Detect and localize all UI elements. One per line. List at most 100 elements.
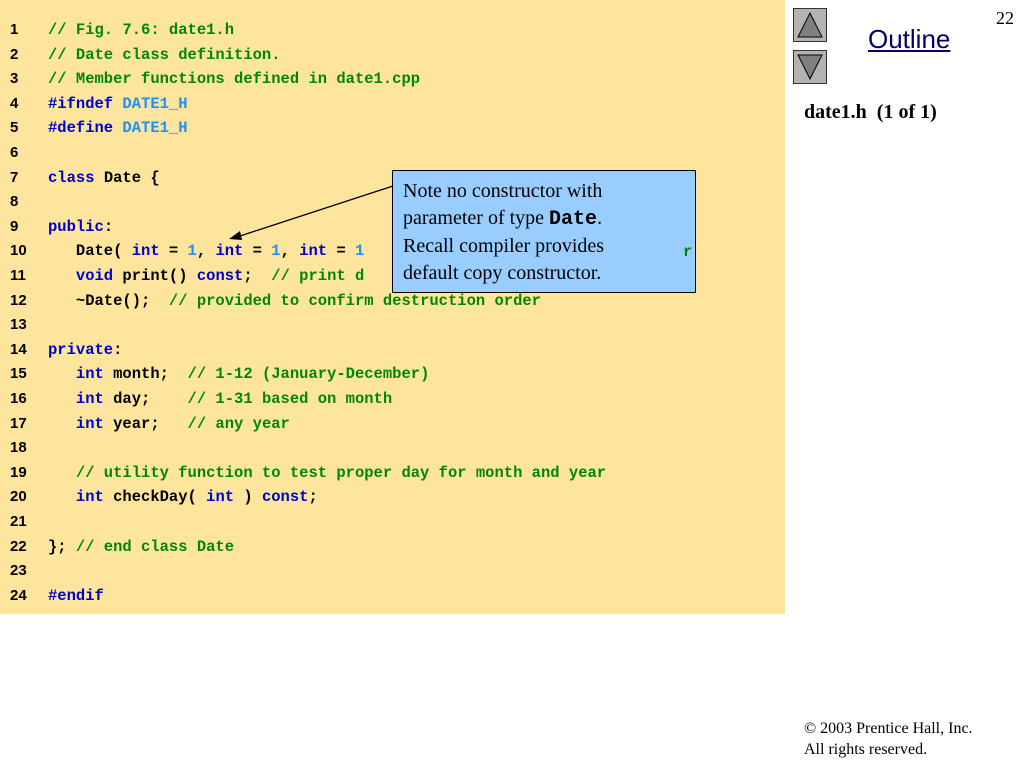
code-line: 21 [0, 510, 785, 534]
code-token: , [196, 242, 216, 261]
previous-slide-button[interactable] [793, 8, 827, 42]
callout-line-1: Note no constructor with [403, 180, 603, 202]
code-token: private [48, 340, 114, 359]
code-token: void [75, 267, 114, 285]
code-token: year; [103, 414, 188, 433]
code-token [48, 488, 76, 506]
code-text: int year; // any year [48, 412, 290, 436]
code-line: 15 int month; // 1-12 (January-December) [0, 362, 785, 386]
line-number: 1 [10, 21, 19, 38]
code-text: #define DATE1_H [48, 116, 188, 140]
code-line: 19 // utility function to test proper da… [0, 461, 785, 485]
code-text: // Member functions defined in date1.cpp [48, 67, 420, 91]
callout-line-4: default copy constructor. [403, 262, 602, 284]
copyright-notice: © 2003 Prentice Hall, Inc. All rights re… [804, 718, 973, 760]
code-token: int [75, 414, 104, 433]
line-number: 10 [10, 242, 27, 260]
code-token: ~Date(); [48, 291, 169, 310]
copyright-line-2: All rights reserved. [804, 741, 928, 758]
line-number: 6 [10, 144, 19, 161]
line-number: 3 [10, 70, 19, 88]
code-text: // Fig. 7.6: date1.h [48, 18, 234, 42]
code-line: 6 [0, 141, 785, 165]
outline-link[interactable]: Outline [868, 24, 951, 54]
copyright-line-1: © 2003 Prentice Hall, Inc. [804, 720, 973, 737]
code-line: 11 void print() const; // print d [0, 264, 785, 288]
code-token: ; [308, 488, 318, 507]
code-text: int day; // 1-31 based on month [48, 387, 392, 411]
code-text: // Date class definition. [48, 43, 281, 67]
code-token: : [113, 340, 123, 359]
code-line: 23 [0, 559, 785, 583]
code-text: // utility function to test proper day f… [48, 461, 606, 485]
code-token: , [280, 242, 300, 261]
code-token [48, 365, 76, 383]
code-token: 1 [355, 242, 365, 261]
code-text: public: [48, 215, 113, 239]
callout-note: Note no constructor with parameter of ty… [392, 170, 696, 293]
line-number: 24 [10, 586, 27, 604]
line-number: 4 [10, 94, 19, 112]
code-token: 1 [187, 242, 197, 261]
code-line: 24 #endif [0, 584, 785, 608]
line-number: 15 [10, 365, 27, 383]
line-number: 16 [10, 390, 27, 407]
code-token: // print d [271, 267, 365, 285]
code-line: 3 // Member functions defined in date1.cp… [0, 67, 785, 91]
code-token: // provided to confirm destruction order [168, 291, 541, 310]
callout-line-2-code: Date [549, 208, 598, 231]
line-number: 18 [10, 439, 27, 457]
code-token: class [48, 168, 104, 187]
line-number: 12 [10, 291, 27, 309]
line-number: 8 [10, 193, 19, 211]
code-token [48, 390, 76, 408]
code-token: // 1-31 based on month [187, 390, 393, 408]
line-number: 5 [10, 119, 19, 137]
code-token: = [243, 242, 272, 261]
next-slide-button[interactable] [793, 50, 827, 84]
code-line: 13 [0, 313, 785, 337]
file-title: date1.h (1 of 1) [804, 101, 937, 123]
code-line: 5 #define DATE1_H [0, 116, 785, 140]
down-triangle-icon [797, 54, 823, 81]
code-token: // Member functions defined in date1.cpp [48, 70, 421, 89]
line-number: 21 [10, 513, 27, 530]
code-token [48, 415, 76, 433]
line-number: 20 [10, 488, 27, 506]
code-token: int [75, 488, 104, 507]
code-token: Date { [103, 168, 160, 187]
code-token: : [103, 217, 114, 236]
code-token: // end class Date [75, 537, 235, 556]
line-number: 22 [10, 537, 27, 555]
code-token: ; [243, 267, 272, 285]
line-number: 19 [10, 463, 27, 481]
code-text: private: [48, 338, 122, 362]
code-token: // Fig. 7.6: date1.h [48, 21, 235, 39]
code-token: // 1-12 (January-December) [187, 365, 430, 384]
line-number: 23 [10, 562, 27, 580]
code-line: 18 [0, 436, 785, 460]
code-line: 17 int year; // any year [0, 412, 785, 436]
code-text: ~Date(); // provided to confirm destruct… [48, 289, 541, 313]
code-token: #endif [48, 586, 104, 605]
callout-line-2-suffix: . [597, 207, 603, 229]
code-line: 9 public: [0, 215, 785, 239]
code-token: // utility function to test proper day f… [75, 463, 607, 482]
code-line: 2// Date class definition. [0, 43, 785, 67]
code-text: }; // end class Date [48, 535, 234, 559]
code-line: 16 int day; // 1-31 based on month [0, 387, 785, 411]
code-line: 8 [0, 190, 785, 214]
code-token: int [299, 242, 328, 261]
code-text: void print() const; // print d [48, 264, 364, 288]
code-line: 12 ~Date(); // provided to confirm destr… [0, 289, 785, 313]
code-line: 4#ifndef DATE1_H [0, 92, 785, 116]
code-text: Date( int = 1, int = 1, int = 1 [48, 239, 364, 263]
code-token: Date( [48, 242, 132, 261]
code-token: = [327, 242, 355, 261]
line-number: 9 [10, 217, 19, 235]
code-panel: 1 // Fig. 7.6: date1.h 2// Date class defi… [0, 0, 785, 614]
code-token: }; [48, 537, 76, 556]
code-token: // Date class definition. [48, 45, 281, 64]
code-token: public [48, 217, 104, 236]
code-line-10-tail: r [683, 243, 693, 261]
